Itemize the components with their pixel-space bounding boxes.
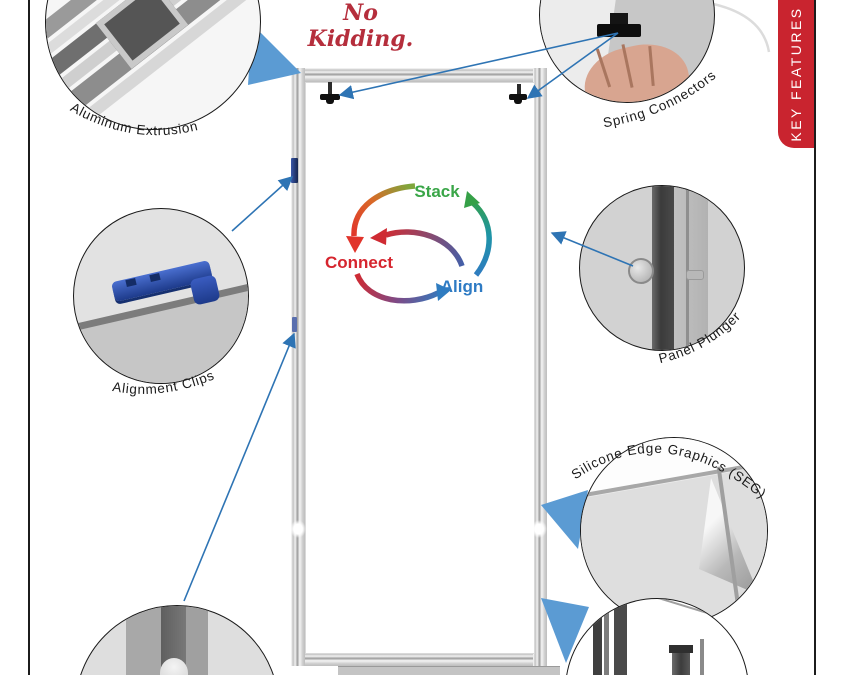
frame-panel-face <box>305 82 535 654</box>
spring-connector-left <box>320 82 340 104</box>
alignment-clip-on-frame-lower <box>292 317 297 332</box>
photo-channel-detail <box>75 605 279 675</box>
cycle-label-connect: Connect <box>325 253 393 272</box>
leader-channel-clip <box>183 332 296 602</box>
rail-highlight <box>290 520 306 538</box>
cycle-arrowhead <box>436 283 451 301</box>
frame-rail-bottom <box>291 652 547 666</box>
frame-base <box>338 666 560 675</box>
photo-spring-connectors <box>539 0 715 103</box>
leader-panel-plunger <box>550 231 634 267</box>
frame-rail-top <box>291 68 547 82</box>
cycle-arc-stack-to-connect <box>351 183 416 237</box>
page-border-left <box>28 0 30 675</box>
wedge-bottom-right <box>541 598 589 663</box>
photo-panel-plunger <box>579 185 745 351</box>
wedge-aluminum-extrusion <box>248 24 301 85</box>
frame-rail-right <box>533 68 547 666</box>
label-aluminum-extrusion: Aluminum Extrusion <box>68 100 200 139</box>
page-border-right <box>814 0 816 675</box>
cycle-diagram: Stack Connect Align <box>325 182 492 304</box>
cycle-arc-connect-to-align <box>354 272 440 304</box>
cycle-arc-align-to-connect <box>385 229 465 268</box>
frame-rail-left <box>291 68 305 666</box>
leader-spring-left <box>338 32 619 100</box>
cycle-arrowhead <box>464 191 480 208</box>
photo-seg <box>580 437 768 625</box>
cycle-arc-align-to-stack <box>471 200 492 277</box>
label-panel-plunger: Panel Plunger <box>657 308 744 366</box>
label-alignment-clips: Alignment Clips <box>111 367 216 397</box>
photo-alignment-clips <box>73 208 249 384</box>
cycle-label-align: Align <box>441 277 484 296</box>
label-seg: Silicone Edge Graphics (SEG) <box>569 441 770 502</box>
spring-connector-right <box>509 84 527 104</box>
key-features-tab: KEY FEATURES <box>778 0 814 148</box>
callout-labels: Aluminum Extrusion Spring Connectors Ali… <box>68 67 770 502</box>
rail-highlight <box>531 520 547 538</box>
tagline-no-kidding: No Kidding. <box>307 0 414 52</box>
leader-alignment-clip <box>231 176 294 232</box>
cycle-arrowhead <box>346 236 364 253</box>
wedge-seg <box>541 490 588 549</box>
label-spring-connectors: Spring Connectors <box>602 67 719 130</box>
alignment-clip-on-frame-upper <box>291 158 298 183</box>
cycle-label-stack: Stack <box>414 182 460 201</box>
leader-lines <box>183 32 634 602</box>
cycle-arrowhead <box>370 228 387 245</box>
leader-spring-right <box>526 32 619 99</box>
